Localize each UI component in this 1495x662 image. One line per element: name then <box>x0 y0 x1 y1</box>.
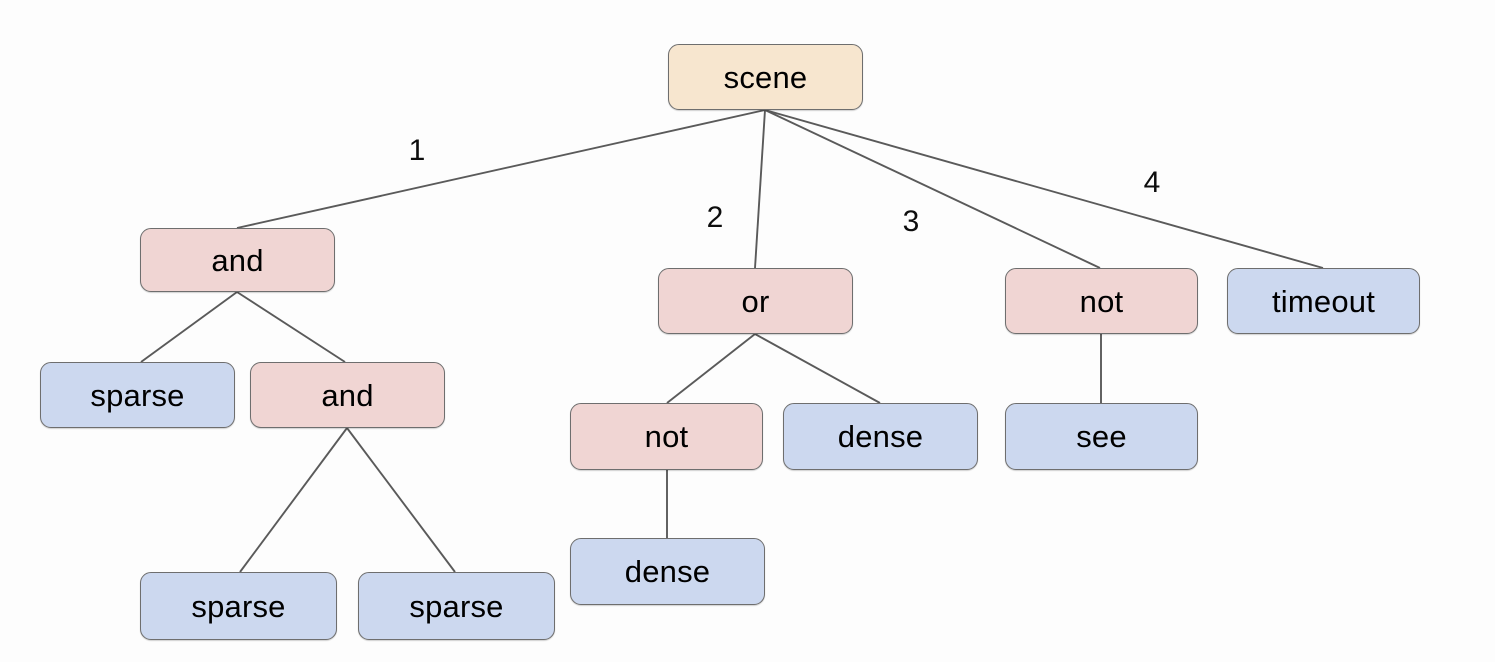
tree-node-not1[interactable]: not <box>1005 268 1198 334</box>
tree-edge-and2-to-sparse3 <box>346 427 456 573</box>
edge-label-3: 3 <box>902 205 920 238</box>
tree-node-and1[interactable]: and <box>140 228 335 292</box>
tree-node-label: and <box>211 242 264 278</box>
tree-node-dense2[interactable]: dense <box>570 538 765 605</box>
tree-node-see1[interactable]: see <box>1005 403 1198 470</box>
tree-node-label: scene <box>723 59 808 95</box>
tree-edge-scene-to-not1 <box>764 109 1101 269</box>
tree-node-not2[interactable]: not <box>570 403 763 470</box>
tree-node-and2[interactable]: and <box>250 362 445 428</box>
tree-node-sparse1[interactable]: sparse <box>40 362 235 428</box>
edge-label-4: 4 <box>1143 166 1161 199</box>
tree-node-sparse2[interactable]: sparse <box>140 572 337 640</box>
tree-edge-or1-to-dense1 <box>754 333 881 404</box>
tree-node-label: sparse <box>191 588 286 624</box>
tree-node-label: sparse <box>90 377 185 413</box>
tree-node-label: and <box>321 377 374 413</box>
tree-node-timeout1[interactable]: timeout <box>1227 268 1420 334</box>
tree-node-label: not <box>1079 283 1124 319</box>
tree-edge-and1-to-and2 <box>236 291 346 363</box>
tree-node-or1[interactable]: or <box>658 268 853 334</box>
edge-label-1: 1 <box>408 134 426 167</box>
tree-node-label: sparse <box>409 588 504 624</box>
tree-node-label: or <box>741 283 770 319</box>
tree-node-scene[interactable]: scene <box>668 44 863 110</box>
tree-node-dense1[interactable]: dense <box>783 403 978 470</box>
tree-node-label: timeout <box>1271 283 1376 319</box>
tree-edge-scene-to-or1 <box>754 109 766 269</box>
tree-node-label: see <box>1076 419 1127 454</box>
tree-edge-and2-to-sparse2 <box>239 427 348 573</box>
tree-edge-or1-to-not2 <box>666 333 756 404</box>
tree-edge-scene-to-timeout1 <box>764 109 1324 269</box>
tree-edge-and1-to-sparse1 <box>140 291 238 363</box>
edge-label-2: 2 <box>706 201 724 234</box>
tree-node-sparse3[interactable]: sparse <box>358 572 555 640</box>
tree-edge-scene-to-and1 <box>236 109 766 229</box>
tree-node-label: dense <box>624 554 711 589</box>
tree-node-label: not <box>644 419 689 454</box>
tree-node-label: dense <box>837 419 924 454</box>
